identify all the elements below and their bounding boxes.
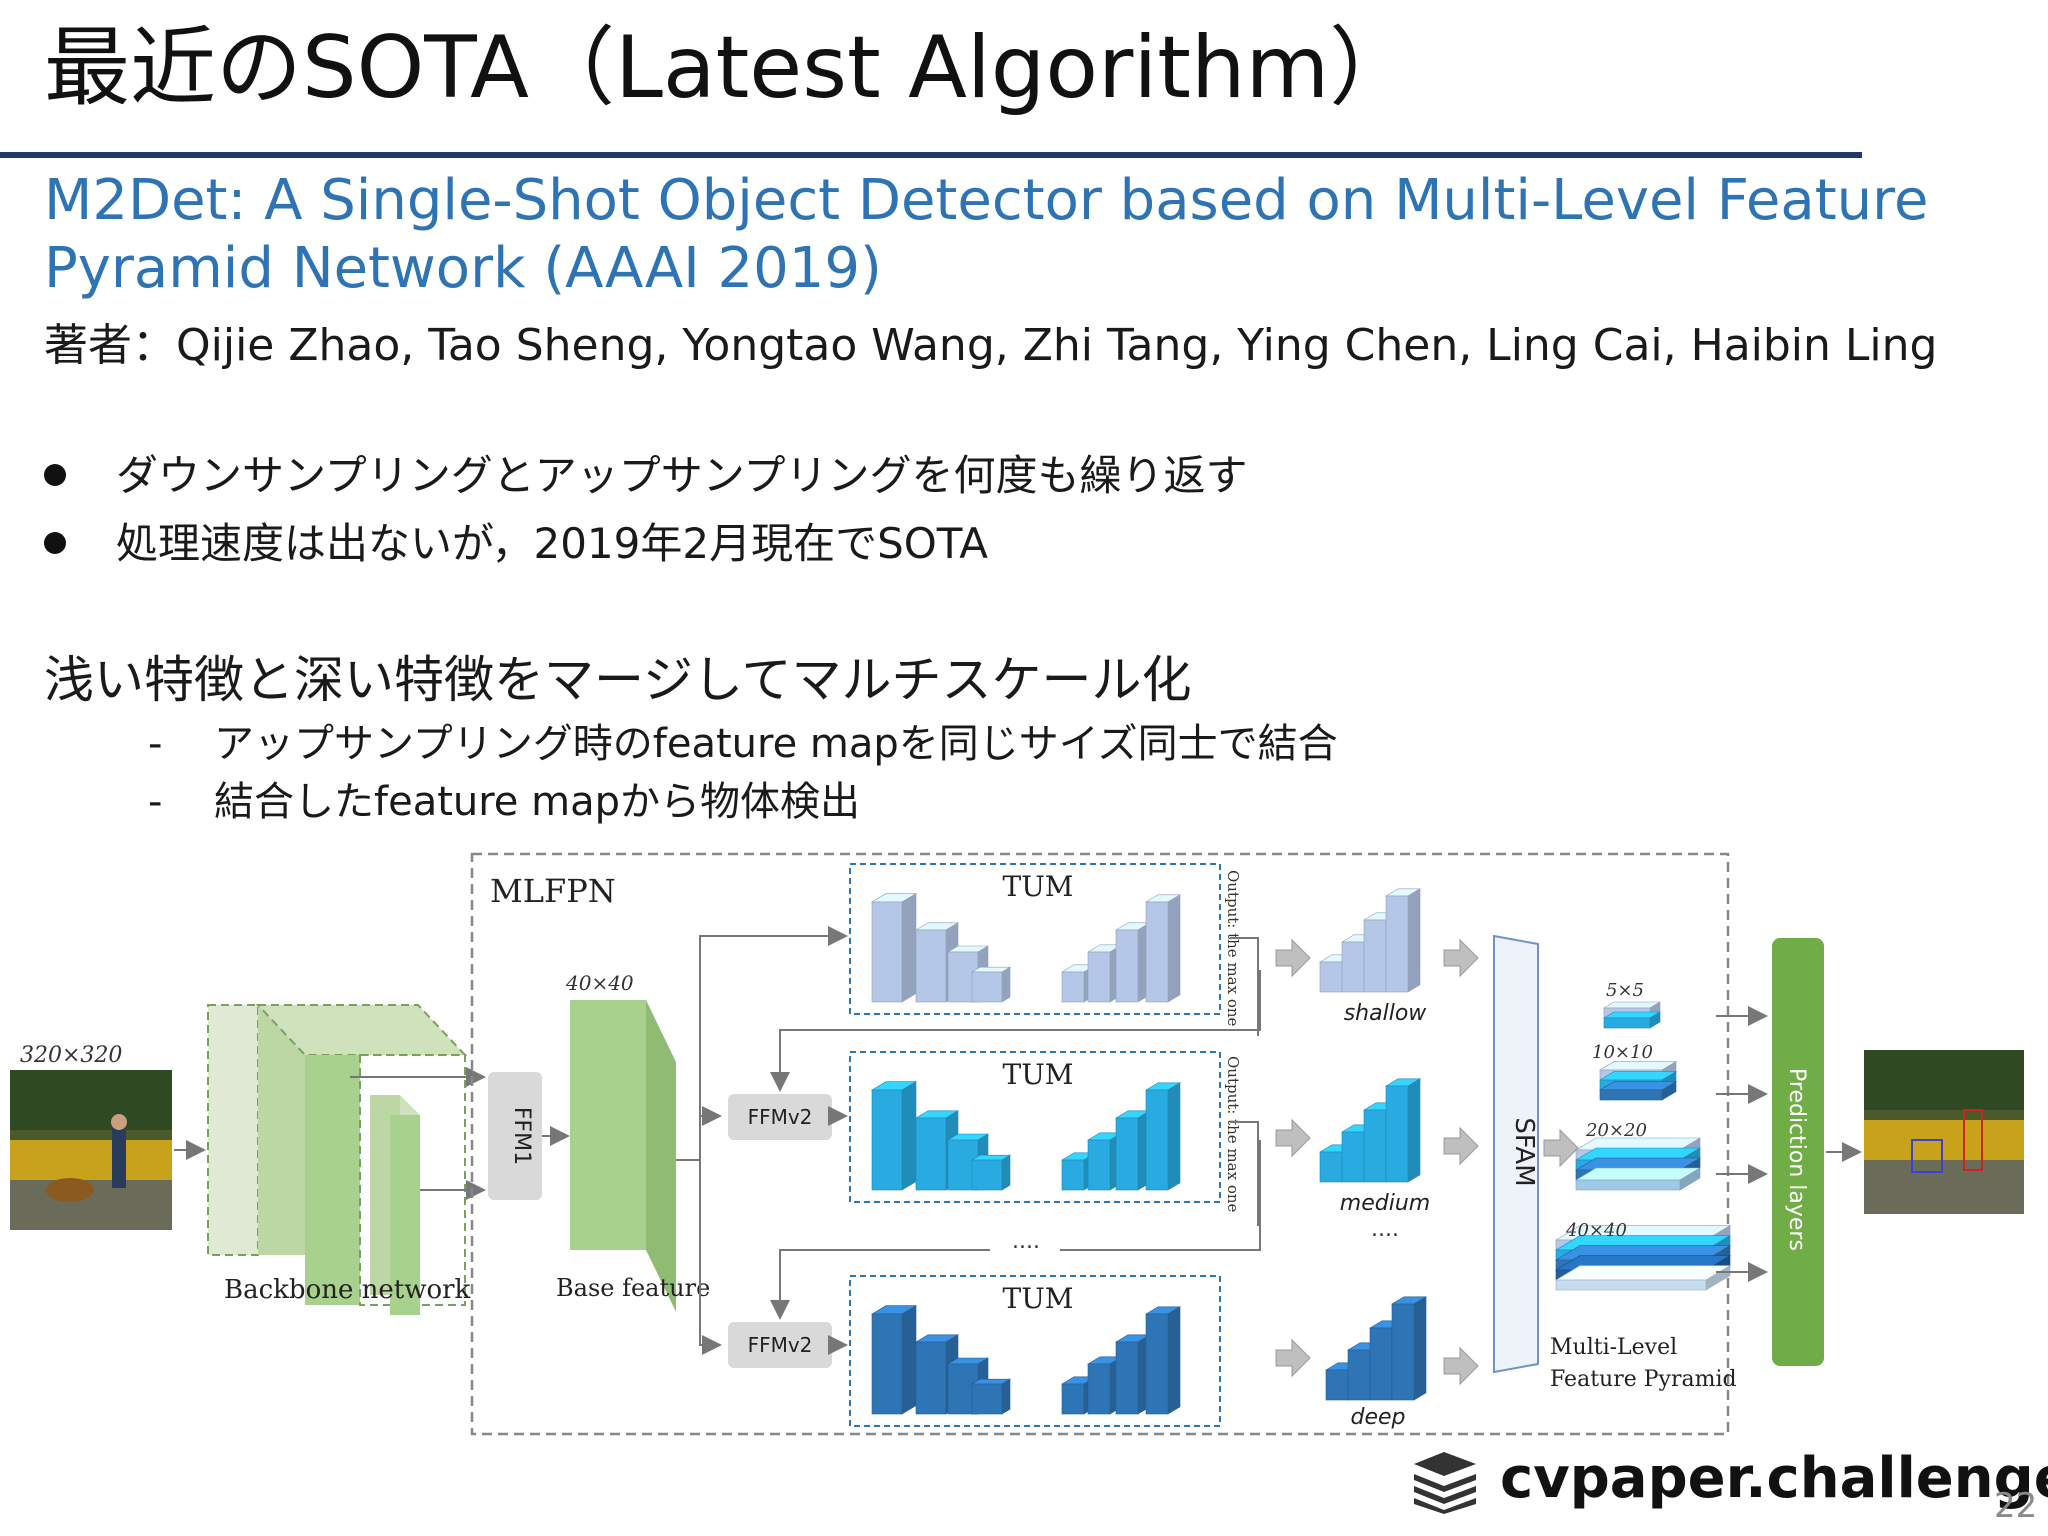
sfam-label: SFAM: [1509, 1117, 1539, 1186]
bullet-text: ダウンサンプリングとアップサンプリングを何度も繰り返す: [116, 451, 1248, 500]
sub-item-text: アップサンプリング時のfeature mapを同じサイズ同士で結合: [214, 721, 1338, 767]
dash-icon: -: [148, 779, 163, 825]
pyramid-size-label: 20×20: [1585, 1120, 1647, 1141]
prediction-label: Prediction layers: [1784, 1068, 1809, 1251]
ellipsis-text: ....: [1371, 1217, 1399, 1242]
pyramid-label-line2: Feature Pyramid: [1550, 1367, 1737, 1392]
pyramid-size-label: 5×5: [1606, 980, 1644, 1001]
ffmv2-label: FFMv2: [748, 1333, 813, 1357]
input-size-label: 320×320: [20, 1043, 122, 1068]
level-label-medium: medium: [1340, 1191, 1430, 1216]
bullet-text: 処理速度は出ないが，2019年2月現在でSOTA: [116, 519, 988, 568]
ffmv2-block: [728, 1322, 832, 1368]
ffm1-label: FFM1: [509, 1107, 534, 1165]
bullet-item: ダウンサンプリングとアップサンプリングを何度も繰り返す: [44, 448, 1247, 504]
pyramid-size-label: 10×10: [1592, 1042, 1653, 1063]
stacked-layers-icon: [1414, 1452, 1476, 1514]
ffmv2-block: [728, 1094, 832, 1140]
base-feature-label: Base feature: [556, 1274, 710, 1302]
tum-block-shallow: [849, 863, 1221, 1015]
input-image: [10, 1070, 172, 1230]
paper-title-line1: M2Det: A Single-Shot Object Detector bas…: [44, 168, 1929, 233]
mlfpn-label: MLFPN: [490, 872, 616, 910]
page-number: 22: [1994, 1486, 2038, 1526]
mlfpn-box: [470, 852, 1730, 1436]
backbone-network: [207, 1004, 468, 1315]
level-label-shallow: shallow: [1344, 1001, 1428, 1026]
output-note: Output: the max one: [1224, 1056, 1242, 1213]
tum-label: TUM: [1003, 1058, 1074, 1091]
tum-block-deep: [849, 1275, 1221, 1427]
prediction-layers-block: [1772, 938, 1824, 1366]
sub-item: - 結合したfeature mapから物体検出: [148, 776, 860, 828]
bullet-item: 処理速度は出ないが，2019年2月現在でSOTA: [44, 516, 988, 572]
base-size-label: 40×40: [565, 971, 634, 995]
paper-title-line2: Pyramid Network (AAAI 2019): [44, 236, 882, 301]
tum-label: TUM: [1003, 870, 1074, 903]
pyramid-size-label: 40×40: [1565, 1220, 1627, 1241]
output-note: Output: the max one: [1224, 870, 1242, 1027]
level-label-deep: deep: [1351, 1405, 1406, 1430]
ffmv2-label: FFMv2: [748, 1105, 813, 1129]
logo-text: cvpaper.challenge: [1500, 1446, 2048, 1511]
backbone-label: Backbone network: [224, 1275, 471, 1305]
pyramid-to-prediction-arrows: [1716, 1006, 1768, 1282]
title-underline: [0, 152, 1862, 158]
authors-line: 著者：Qijie Zhao, Tao Sheng, Yongtao Wang, …: [44, 320, 1938, 371]
level-stack-medium: [1318, 1078, 1422, 1183]
pyramid-label-line1: Multi-Level: [1550, 1335, 1677, 1360]
dash-icon: -: [148, 721, 163, 767]
sfam-block: [1493, 934, 1539, 1374]
level-stack-deep: [1324, 1296, 1428, 1401]
sub-item: - アップサンプリング時のfeature mapを同じサイズ同士で結合: [148, 718, 1338, 770]
output-image: [1864, 1050, 2024, 1214]
m2det-architecture-diagram: 320×320 Backbone network MLFPN FFM1 40×4…: [10, 852, 2024, 1436]
bullet-dot-icon: [44, 463, 66, 486]
tum-block-medium: [849, 1051, 1221, 1203]
level-stack-shallow: [1318, 888, 1422, 993]
section-heading: 浅い特徴と深い特徴をマージしてマルチスケール化: [44, 651, 1192, 709]
level-arrows: [1275, 938, 1579, 1386]
slide-title: 最近のSOTA（Latest Algorithm）: [44, 18, 1416, 118]
sub-item-text: 結合したfeature mapから物体検出: [214, 779, 860, 825]
base-feature: [570, 1000, 676, 1312]
multi-level-feature-pyramid: [1554, 1001, 1732, 1291]
ffm1-block: [488, 1072, 542, 1200]
tum-label: TUM: [1003, 1282, 1074, 1315]
bullet-dot-icon: [44, 531, 66, 554]
ellipsis-text: ....: [1012, 1229, 1040, 1254]
